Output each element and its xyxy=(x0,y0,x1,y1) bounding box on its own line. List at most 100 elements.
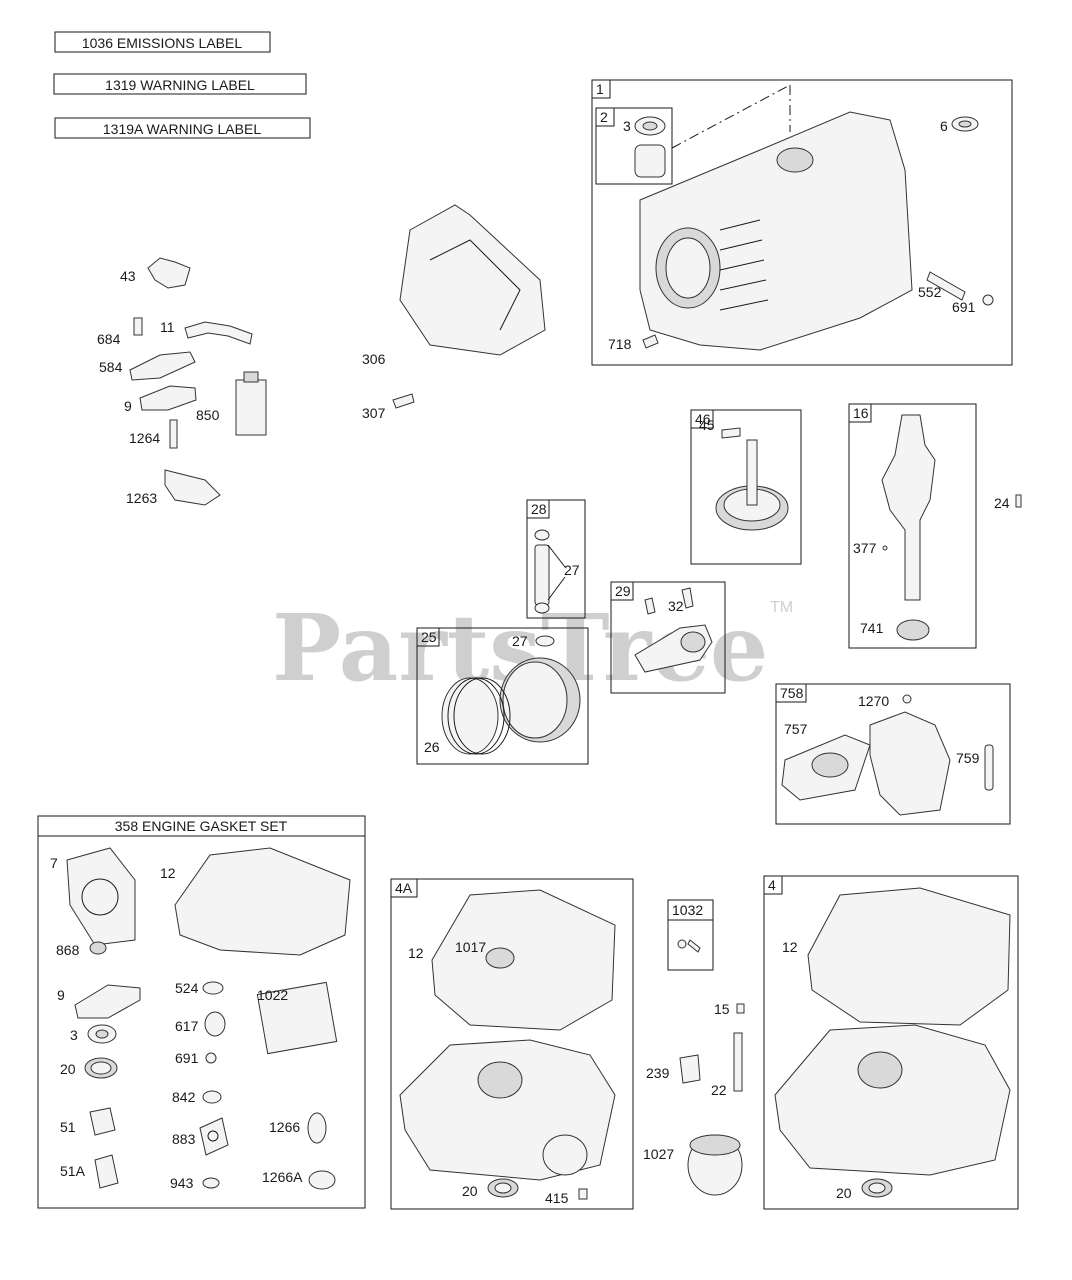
gear-741-part[interactable] xyxy=(896,619,930,641)
callout-27-bottom[interactable]: 27 xyxy=(512,633,528,649)
callout-741[interactable]: 741 xyxy=(860,620,884,636)
callout-4a-20[interactable]: 20 xyxy=(462,1183,478,1199)
callout-4-20[interactable]: 20 xyxy=(836,1185,852,1201)
callout-26[interactable]: 26 xyxy=(424,739,440,755)
callout-718[interactable]: 718 xyxy=(608,336,632,352)
callout-1270[interactable]: 1270 xyxy=(858,693,889,709)
kit-callout-12[interactable]: 12 xyxy=(160,865,176,881)
callout-377[interactable]: 377 xyxy=(853,540,877,556)
kit-callout-1266[interactable]: 1266 xyxy=(269,1119,300,1135)
sump-gasket-4a-part[interactable] xyxy=(431,889,616,1031)
crankshaft-part[interactable] xyxy=(881,414,936,601)
callout-9[interactable]: 9 xyxy=(124,398,132,414)
group-29-connecting-rod: 29 32 xyxy=(610,581,726,694)
callout-11[interactable]: 11 xyxy=(160,319,175,335)
sensor-239-part[interactable] xyxy=(679,1054,701,1084)
callout-1263[interactable]: 1263 xyxy=(126,490,157,506)
callout-4a-415[interactable]: 415 xyxy=(545,1190,569,1206)
callout-684[interactable]: 684 xyxy=(97,331,121,347)
kit-callout-1266A[interactable]: 1266A xyxy=(262,1169,303,1185)
kit-callout-524[interactable]: 524 xyxy=(175,980,199,996)
dowel-718-part[interactable] xyxy=(642,334,659,349)
cover-gasket-1022-part[interactable] xyxy=(256,981,338,1055)
callout-850[interactable]: 850 xyxy=(196,407,220,423)
callout-757[interactable]: 757 xyxy=(784,721,808,737)
callout-307[interactable]: 307 xyxy=(362,405,386,421)
bolt-684-part[interactable] xyxy=(133,317,143,336)
group-28-label: 28 xyxy=(531,501,547,517)
group-2-label: 2 xyxy=(600,109,608,125)
callout-24[interactable]: 24 xyxy=(994,495,1010,511)
callout-306[interactable]: 306 xyxy=(362,351,386,367)
callout-239[interactable]: 239 xyxy=(646,1065,670,1081)
callout-27-top[interactable]: 27 xyxy=(564,562,580,578)
kit-crankcase-gasket-part[interactable] xyxy=(174,847,351,956)
kit-callout-9[interactable]: 9 xyxy=(57,987,65,1003)
kit-callout-20[interactable]: 20 xyxy=(60,1061,76,1077)
kit-callout-943[interactable]: 943 xyxy=(170,1175,194,1191)
plug-691-part[interactable] xyxy=(982,294,994,306)
sump-4-part[interactable] xyxy=(774,1024,1011,1176)
bolt-1264-part[interactable] xyxy=(169,419,178,449)
kit-callout-883[interactable]: 883 xyxy=(172,1131,196,1147)
bolt-22-part[interactable] xyxy=(733,1032,743,1092)
callout-552[interactable]: 552 xyxy=(918,284,942,300)
bracket-43-part[interactable] xyxy=(147,257,191,289)
head-gasket-part[interactable] xyxy=(66,847,136,946)
callout-43[interactable]: 43 xyxy=(120,268,136,284)
warning-label[interactable]: 1319 WARNING LABEL xyxy=(53,73,307,95)
gasket-9-part[interactable] xyxy=(139,385,197,411)
breather-body-part[interactable] xyxy=(869,711,951,816)
callout-4a-1017[interactable]: 1017 xyxy=(455,939,486,955)
kit-callout-51[interactable]: 51 xyxy=(60,1119,76,1135)
warning-label-a[interactable]: 1319A WARNING LABEL xyxy=(54,117,311,139)
sump-gasket-4-part[interactable] xyxy=(807,887,1011,1026)
tube-11-part[interactable] xyxy=(184,321,253,345)
group-25-label: 25 xyxy=(421,629,437,645)
callout-45[interactable]: 45 xyxy=(699,417,715,433)
group-29-label: 29 xyxy=(615,583,631,599)
cover-584-part[interactable] xyxy=(129,351,196,381)
callout-15[interactable]: 15 xyxy=(714,1001,730,1017)
callout-6[interactable]: 6 xyxy=(940,118,948,134)
piston-rings-part[interactable] xyxy=(441,677,499,755)
sealant-tube-850-part[interactable] xyxy=(235,379,267,436)
kit-callout-868[interactable]: 868 xyxy=(56,942,80,958)
kit-callout-842[interactable]: 842 xyxy=(172,1089,196,1105)
callout-22[interactable]: 22 xyxy=(711,1082,727,1098)
tube-759-part[interactable] xyxy=(984,744,994,791)
watermark-trademark: TM xyxy=(770,599,793,616)
kit-callout-617[interactable]: 617 xyxy=(175,1018,199,1034)
callout-4a-12[interactable]: 12 xyxy=(408,945,424,961)
key-24-part[interactable] xyxy=(1015,494,1022,508)
kit-callout-7[interactable]: 7 xyxy=(50,855,58,871)
callout-584[interactable]: 584 xyxy=(99,359,123,375)
kit-callout-691[interactable]: 691 xyxy=(175,1050,199,1066)
callout-1027[interactable]: 1027 xyxy=(643,1146,674,1162)
group-758-label: 758 xyxy=(780,685,804,701)
kit-callout-51A[interactable]: 51A xyxy=(60,1163,86,1179)
callout-1264[interactable]: 1264 xyxy=(129,430,160,446)
group-46-label: 46 xyxy=(695,411,711,427)
spring-1032-part[interactable] xyxy=(687,939,701,953)
group-358-label: 358 ENGINE GASKET SET xyxy=(115,818,288,834)
callout-32[interactable]: 32 xyxy=(668,598,684,614)
air-guide-306-part[interactable] xyxy=(399,204,546,356)
group-1032-label: 1032 xyxy=(672,902,703,918)
pin-552-part[interactable] xyxy=(926,271,966,301)
kit-callout-1022[interactable]: 1022 xyxy=(257,987,288,1003)
group-358-gasket-set: 358 ENGINE GASKET SET 7 12 868 9 524 102… xyxy=(37,815,366,1209)
bolt-307-part[interactable] xyxy=(392,393,415,409)
group-758-breather: 758 1270 757 759 xyxy=(775,683,1011,825)
callout-691[interactable]: 691 xyxy=(952,299,976,315)
callout-759[interactable]: 759 xyxy=(956,750,980,766)
callout-3[interactable]: 3 xyxy=(623,118,631,134)
callout-4-12[interactable]: 12 xyxy=(782,939,798,955)
kit-callout-3[interactable]: 3 xyxy=(70,1027,78,1043)
emissions-label[interactable]: 1036 EMISSIONS LABEL xyxy=(54,31,271,53)
group-16-label: 16 xyxy=(853,405,869,421)
piston-pin-part[interactable] xyxy=(534,544,550,606)
shield-1263-part[interactable] xyxy=(164,469,221,506)
bushing-part[interactable] xyxy=(634,144,666,178)
